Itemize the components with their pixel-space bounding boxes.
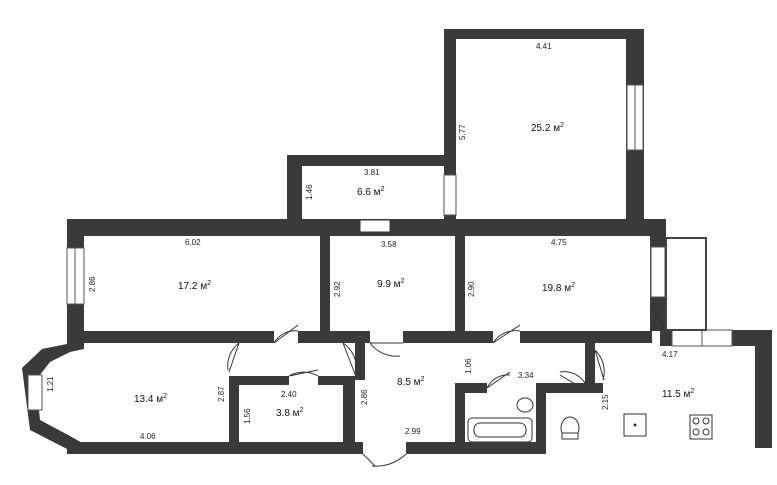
wall <box>343 376 355 451</box>
area-label-room-left: 17.2 м2 <box>178 280 211 292</box>
wall <box>403 331 493 343</box>
sink-icon <box>516 397 534 413</box>
dimension-label: 2.87 <box>217 386 226 402</box>
area-label-room-middle: 9.9 м2 <box>377 278 405 290</box>
door <box>342 342 357 375</box>
dimension-label: 5.77 <box>458 124 467 140</box>
area-label-room-storage: 3.8 м2 <box>276 407 304 419</box>
dimension-label: 3.58 <box>381 240 397 249</box>
wall <box>444 29 644 39</box>
dimension-label: 2.40 <box>281 390 297 399</box>
wall <box>320 230 330 342</box>
door <box>594 349 605 381</box>
wall <box>229 376 239 446</box>
dimension-labels: 4.41 5.77 3.81 1.46 6.02 2.86 3.58 2.92 … <box>46 42 678 441</box>
wall <box>229 376 289 385</box>
stove-icon <box>689 414 713 440</box>
window <box>443 174 457 216</box>
wall <box>585 383 603 393</box>
dimension-label: 1.56 <box>243 408 252 424</box>
area-label-room-right: 19.8 м2 <box>542 282 575 294</box>
door <box>362 453 407 467</box>
bathtub-icon <box>467 417 533 443</box>
dimension-label: 3.34 <box>518 371 534 380</box>
wall <box>536 383 546 451</box>
door <box>273 324 299 344</box>
door <box>486 371 511 389</box>
dimension-label: 4.06 <box>140 432 156 441</box>
wall <box>585 343 595 383</box>
dimension-label: 2.92 <box>333 281 342 297</box>
wall <box>287 155 302 225</box>
door <box>559 371 586 391</box>
door <box>651 304 666 331</box>
area-label-room-hall: 8.5 м2 <box>397 376 425 388</box>
door-opening <box>359 219 391 233</box>
wall <box>406 442 546 454</box>
dimension-label: 3.81 <box>364 168 380 177</box>
wall <box>755 330 772 448</box>
dimension-label: 1.46 <box>305 184 314 200</box>
wall <box>455 383 487 393</box>
area-label-room-kitchen: 11.5 м2 <box>662 388 694 400</box>
wall <box>287 155 447 166</box>
walls <box>22 29 772 454</box>
dimension-label: 1.06 <box>464 358 473 374</box>
wall <box>455 230 465 342</box>
wall <box>520 331 652 343</box>
dimension-label: 2.90 <box>467 281 476 297</box>
fixtures <box>467 397 713 443</box>
wall <box>455 383 465 451</box>
area-label-room-small-top: 6.6 м2 <box>357 186 385 198</box>
dimension-label: 2.15 <box>601 394 610 410</box>
dimension-label: 2.86 <box>360 389 369 405</box>
area-labels: 25.2 м2 6.6 м2 17.2 м2 9.9 м2 19.8 м2 13… <box>134 122 694 419</box>
wall <box>536 383 586 393</box>
dimension-label: 2.86 <box>88 276 97 292</box>
door <box>227 342 240 373</box>
wall <box>355 343 365 380</box>
wall <box>318 376 350 385</box>
balcony <box>665 237 707 331</box>
door <box>492 324 521 344</box>
dimension-label: 4.75 <box>551 238 567 247</box>
area-label-room-top-right: 25.2 м2 <box>531 122 564 134</box>
wall <box>298 331 370 343</box>
dimension-label: 6.02 <box>185 238 201 247</box>
window <box>27 374 43 411</box>
wall <box>84 331 274 343</box>
door <box>369 342 403 357</box>
dimension-label: 2.99 <box>405 427 421 436</box>
dimension-label: 4.41 <box>536 42 552 51</box>
dimension-label: 1.21 <box>46 376 55 392</box>
area-label-room-bay: 13.4 м2 <box>134 393 167 405</box>
doors <box>227 219 666 467</box>
window <box>650 246 666 298</box>
dimension-label: 4.17 <box>662 350 678 359</box>
wall <box>67 442 363 454</box>
door <box>288 369 319 377</box>
